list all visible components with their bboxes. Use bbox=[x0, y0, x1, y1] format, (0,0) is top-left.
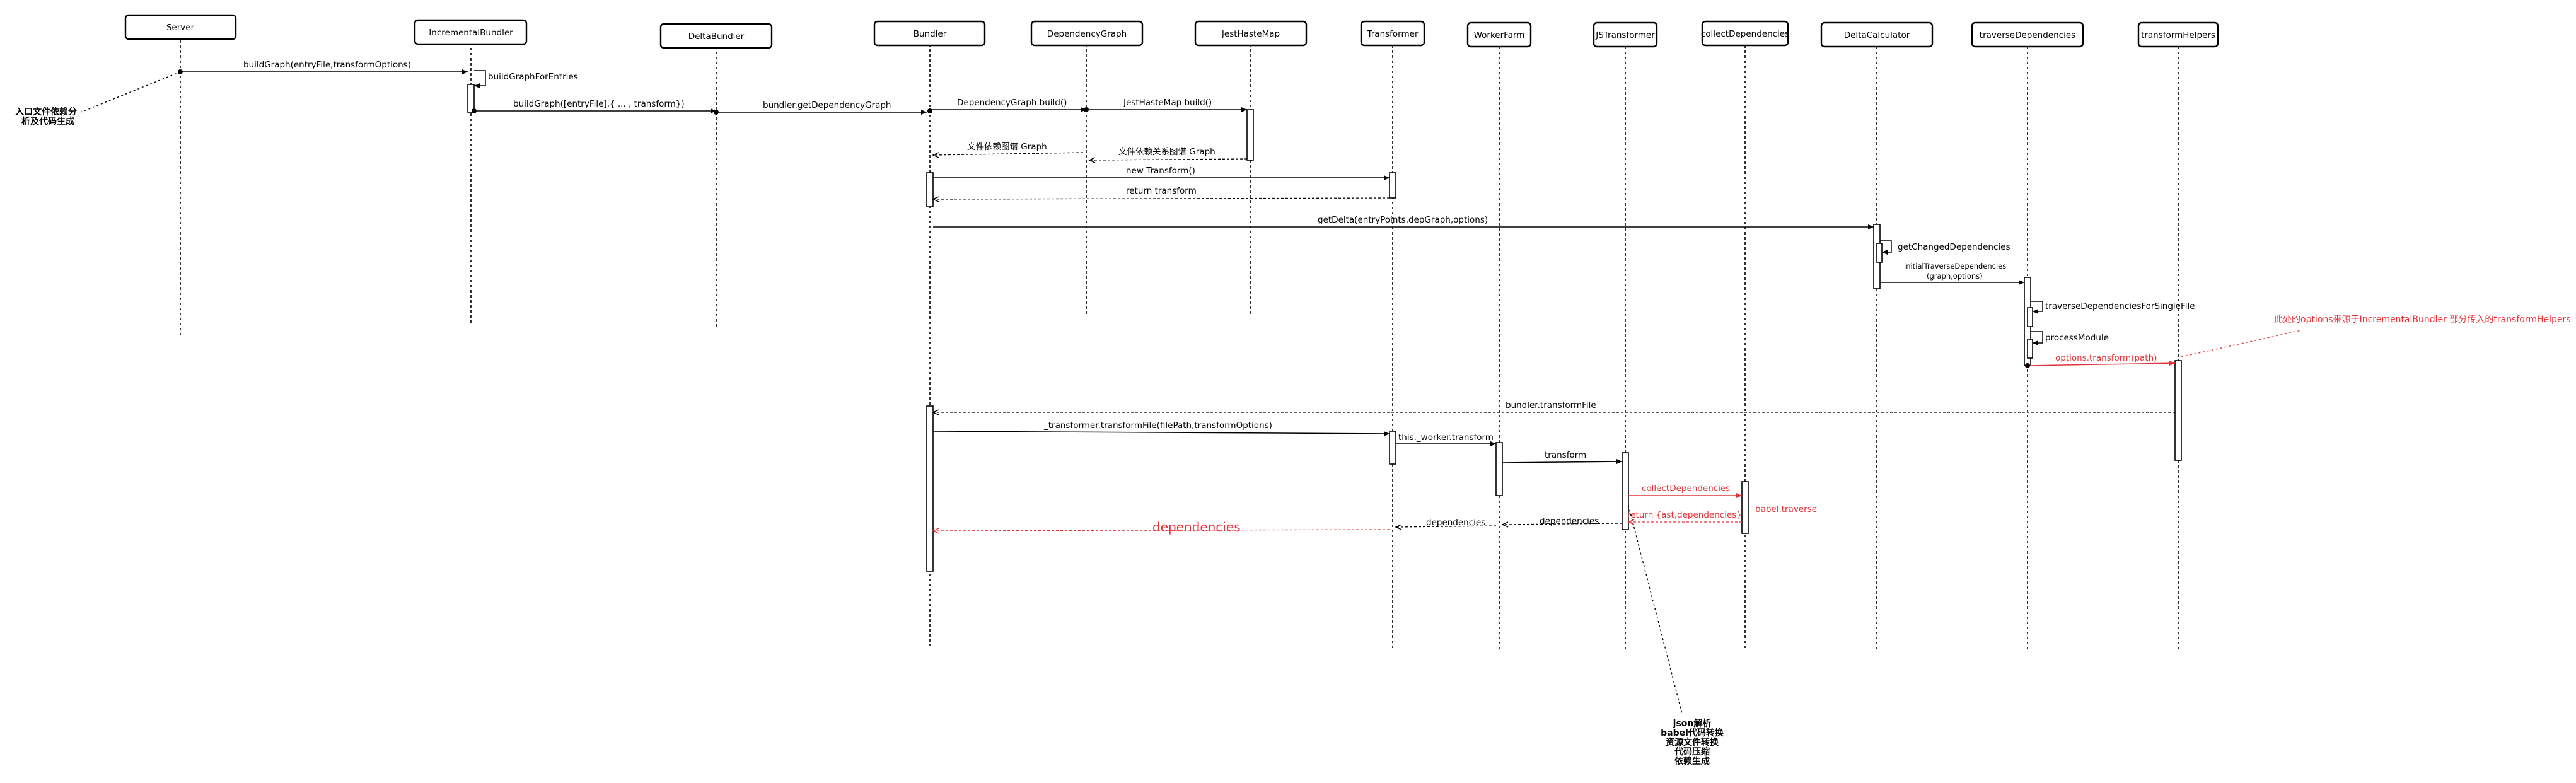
msg-label-collect-dependencies: collectDependencies bbox=[1642, 484, 1730, 494]
actor-dependency-graph[interactable]: DependencyGraph bbox=[1030, 20, 1144, 47]
msg-line-options-transform bbox=[2027, 362, 2176, 366]
msg-label-initial-traverse: initialTraverseDependencies bbox=[1904, 262, 2006, 270]
actor-collect-dependencies[interactable]: collectDependencies bbox=[1701, 20, 1789, 47]
msg-label-return-ast: return {ast,dependencies} bbox=[1627, 510, 1742, 520]
lifelines bbox=[180, 40, 2179, 649]
msg-label-dependencies-worker: dependencies bbox=[1426, 518, 1485, 528]
activation-worker-farm bbox=[1495, 442, 1503, 496]
svg-text:babel代码转换: babel代码转换 bbox=[1661, 728, 1724, 738]
svg-text:traverseDependencies: traverseDependencies bbox=[1980, 30, 2075, 40]
svg-text:代码压缩: 代码压缩 bbox=[1674, 746, 1710, 757]
anno-line-options-source bbox=[2181, 330, 2302, 357]
msg-label-new-transform: new Transform() bbox=[1126, 166, 1195, 176]
msg-line-dependencies-bundler bbox=[932, 529, 1390, 531]
msg-label-build-graph: buildGraph(entryFile,transformOptions) bbox=[243, 60, 411, 70]
svg-text:Server: Server bbox=[166, 23, 195, 33]
svg-text:transformHelpers: transformHelpers bbox=[2141, 30, 2215, 40]
activation-transform-helpers bbox=[2174, 360, 2182, 461]
msg-line-transform bbox=[1502, 461, 1623, 463]
msg-label-return-graph-dep: 文件依赖图谱 Graph bbox=[967, 142, 1047, 152]
svg-text:DeltaCalculator: DeltaCalculator bbox=[1844, 30, 1910, 40]
svg-text:IncrementalBundler: IncrementalBundler bbox=[429, 28, 513, 38]
msg-label-get-delta: getDelta(entryPoints,depGraph,options) bbox=[1318, 215, 1488, 225]
actor-jest-haste-map[interactable]: JestHasteMap bbox=[1194, 20, 1308, 47]
activation-traverse-inner-2 bbox=[2027, 339, 2033, 359]
actors: Server IncrementalBundler DeltaBundler B… bbox=[124, 14, 2219, 49]
svg-text:json解析: json解析 bbox=[1673, 718, 1712, 729]
actor-delta-bundler[interactable]: DeltaBundler bbox=[659, 23, 773, 49]
actor-transformer[interactable]: Transformer bbox=[1360, 20, 1425, 47]
msg-label-return-graph-jest: 文件依赖关系图谱 Graph bbox=[1118, 147, 1215, 157]
activation-bundler-bottom bbox=[926, 405, 934, 572]
msg-line-return-graph-jest bbox=[1089, 158, 1248, 161]
activation-bundler-top bbox=[926, 172, 934, 207]
actor-transform-helpers[interactable]: transformHelpers bbox=[2137, 21, 2219, 48]
svg-text:JestHasteMap: JestHasteMap bbox=[1221, 29, 1280, 39]
actor-worker-farm[interactable]: WorkerFarm bbox=[1466, 21, 1532, 48]
msg-label-traverse-single: traverseDependenciesForSingleFile bbox=[2045, 301, 2195, 311]
activation-transformer-bottom bbox=[1389, 431, 1396, 465]
msg-label-dependencies-bundler: dependencies bbox=[1152, 519, 1241, 535]
msg-label-transform: transform bbox=[1545, 450, 1586, 460]
svg-text:资源文件转换: 资源文件转换 bbox=[1666, 737, 1719, 748]
msg-label-get-changed-deps: getChangedDependencies bbox=[1898, 242, 2010, 252]
msg-line-dependencies-js bbox=[1502, 523, 1623, 525]
msg-line-return-graph-dep bbox=[932, 152, 1084, 156]
actor-incremental-bundler[interactable]: IncrementalBundler bbox=[414, 19, 528, 45]
msg-label-get-dependency-graph: bundler.getDependencyGraph bbox=[763, 100, 891, 110]
activation-collect-dependencies bbox=[1741, 481, 1749, 534]
msg-label-transformer-transform-file: _transformer.transformFile(filePath,tran… bbox=[1043, 420, 1272, 431]
msg-line-return-transform bbox=[932, 197, 1390, 200]
svg-text:DeltaBundler: DeltaBundler bbox=[688, 32, 745, 42]
msg-line-transformer-transform-file bbox=[932, 431, 1390, 434]
msg-line-dependencies-worker bbox=[1395, 525, 1497, 528]
msg-label-jest-haste-build: JestHasteMap build() bbox=[1123, 98, 1212, 108]
msg-label-babel-traverse: babel.traverse bbox=[1755, 504, 1817, 514]
anno-line-transformer-steps bbox=[1628, 505, 1683, 714]
msg-label-bundler-transform-file: bundler.transformFile bbox=[1506, 400, 1596, 410]
actor-bundler[interactable]: Bundler bbox=[873, 20, 986, 47]
msg-line-build-graph-for-entries bbox=[474, 70, 486, 86]
actor-js-transformer[interactable]: JSTransformer bbox=[1593, 21, 1658, 48]
annotations: 入口文件依赖分 析及代码生成 此处的options来源于IncrementalB… bbox=[15, 71, 2571, 767]
anno-line-entry bbox=[80, 71, 181, 113]
actor-traverse-dependencies[interactable]: traverseDependencies bbox=[1971, 21, 2084, 48]
message-lines bbox=[178, 69, 2176, 534]
activations bbox=[467, 84, 2182, 572]
msg-label-process-module: processModule bbox=[2045, 333, 2109, 343]
msg-label-initial-traverse-args: (graph,options) bbox=[1927, 272, 1983, 281]
activation-js-transformer bbox=[1622, 452, 1629, 530]
msg-label-dependencies-js: dependencies bbox=[1540, 516, 1599, 526]
svg-text:DependencyGraph: DependencyGraph bbox=[1047, 29, 1127, 39]
svg-text:JSTransformer: JSTransformer bbox=[1595, 30, 1655, 40]
activation-jest-haste-map bbox=[1246, 109, 1254, 161]
msg-label-worker-transform: this._worker.transform bbox=[1398, 432, 1494, 443]
activation-incremental-bundler bbox=[467, 84, 475, 113]
svg-text:Transformer: Transformer bbox=[1366, 29, 1418, 39]
msg-label-options-transform: options.transform(path) bbox=[2055, 353, 2157, 363]
message-labels: buildGraph(entryFile,transformOptions) b… bbox=[243, 60, 2195, 535]
note-options-source: 此处的options来源于IncrementalBundler 部分传入的tra… bbox=[2274, 315, 2571, 325]
activation-delta-calculator-inner bbox=[1876, 243, 1883, 263]
svg-text:WorkerFarm: WorkerFarm bbox=[1474, 30, 1525, 40]
msg-label-return-transform: return transform bbox=[1126, 186, 1197, 196]
svg-text:Bundler: Bundler bbox=[914, 29, 947, 39]
actor-server[interactable]: Server bbox=[124, 14, 237, 40]
note-entry-line-2: 析及代码生成 bbox=[21, 116, 74, 127]
msg-label-build-graph-for-entries: buildGraphForEntries bbox=[488, 72, 578, 82]
activation-transformer-top bbox=[1389, 172, 1396, 199]
svg-text:collectDependencies: collectDependencies bbox=[1701, 29, 1789, 39]
note-transformer-steps: json解析 babel代码转换 资源文件转换 代码压缩 依赖生成 bbox=[1661, 718, 1724, 767]
actor-delta-calculator[interactable]: DeltaCalculator bbox=[1820, 21, 1934, 48]
msg-label-build-graph-delta: buildGraph([entryFile],{ ... , transform… bbox=[513, 99, 685, 109]
note-entry-line-1: 入口文件依赖分 bbox=[15, 107, 77, 117]
svg-text:依赖生成: 依赖生成 bbox=[1674, 756, 1710, 767]
activation-traverse-inner-1 bbox=[2027, 307, 2033, 327]
msg-label-dependency-graph-build: DependencyGraph.build() bbox=[957, 98, 1067, 108]
